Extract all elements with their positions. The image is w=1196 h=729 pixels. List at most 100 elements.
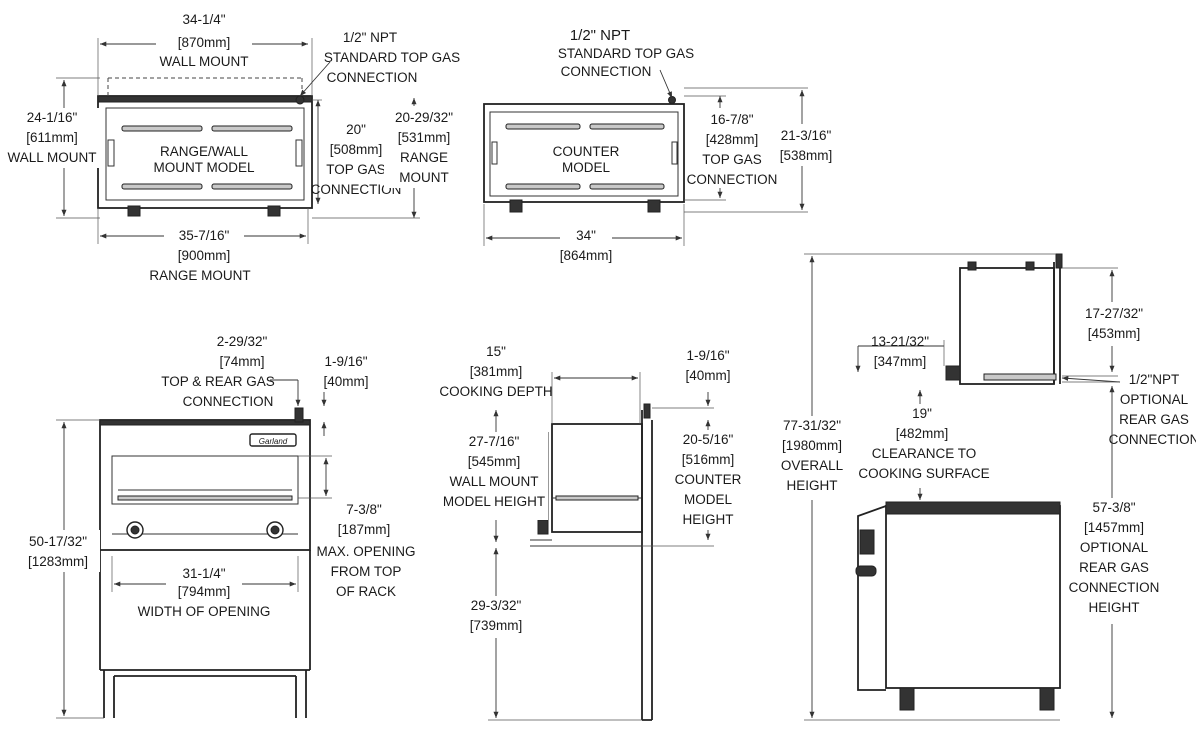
svg-text:1/2" NPT: 1/2" NPT bbox=[570, 27, 630, 44]
svg-text:HEIGHT: HEIGHT bbox=[1088, 600, 1139, 615]
range-wall-label-1: RANGE/WALL bbox=[160, 144, 249, 159]
svg-text:CONNECTION: CONNECTION bbox=[327, 70, 418, 85]
svg-text:FROM TOP: FROM TOP bbox=[331, 564, 402, 579]
svg-text:1/2"NPT: 1/2"NPT bbox=[1129, 372, 1180, 387]
svg-text:34": 34" bbox=[576, 228, 596, 243]
svg-text:1-9/16": 1-9/16" bbox=[324, 354, 367, 369]
counter-model-view: COUNTER MODEL 1/2" NPT STANDARD TOP GAS … bbox=[483, 27, 838, 263]
svg-text:COUNTER: COUNTER bbox=[675, 472, 742, 487]
svg-text:16-7/8": 16-7/8" bbox=[710, 112, 753, 127]
svg-text:OPTIONAL: OPTIONAL bbox=[1120, 392, 1189, 407]
svg-text:WIDTH OF OPENING: WIDTH OF OPENING bbox=[138, 604, 271, 619]
svg-text:17-27/32": 17-27/32" bbox=[1085, 306, 1143, 321]
svg-text:[508mm]: [508mm] bbox=[330, 142, 383, 157]
svg-text:[428mm]: [428mm] bbox=[706, 132, 759, 147]
svg-text:CONNECTION: CONNECTION bbox=[687, 172, 778, 187]
svg-text:[187mm]: [187mm] bbox=[338, 522, 391, 537]
svg-text:WALL MOUNT: WALL MOUNT bbox=[159, 54, 248, 69]
svg-text:CONNECTION: CONNECTION bbox=[311, 182, 402, 197]
svg-text:MOUNT: MOUNT bbox=[399, 170, 449, 185]
svg-text:[864mm]: [864mm] bbox=[560, 248, 613, 263]
svg-text:27-7/16": 27-7/16" bbox=[469, 434, 520, 449]
svg-text:7-3/8": 7-3/8" bbox=[346, 502, 382, 517]
front-view: Garland 2-29/32" [74mm] TOP & REAR GAS C… bbox=[16, 334, 416, 719]
svg-text:COOKING SURFACE: COOKING SURFACE bbox=[858, 466, 989, 481]
svg-text:RANGE MOUNT: RANGE MOUNT bbox=[149, 268, 250, 283]
svg-text:[611mm]: [611mm] bbox=[26, 130, 78, 145]
range-wall-label-2: MOUNT MODEL bbox=[153, 160, 254, 175]
svg-text:CONNECTION: CONNECTION bbox=[183, 394, 274, 409]
svg-text:CONNECTION: CONNECTION bbox=[561, 64, 652, 79]
svg-text:CONNECTION: CONNECTION bbox=[1069, 580, 1160, 595]
svg-text:31-1/4": 31-1/4" bbox=[182, 566, 225, 581]
svg-text:50-17/32": 50-17/32" bbox=[29, 534, 87, 549]
svg-text:21-3/16": 21-3/16" bbox=[781, 128, 832, 143]
svg-text:TOP & REAR GAS: TOP & REAR GAS bbox=[161, 374, 275, 389]
svg-text:[1980mm]: [1980mm] bbox=[782, 438, 842, 453]
svg-text:15": 15" bbox=[486, 344, 506, 359]
svg-text:34-1/4": 34-1/4" bbox=[182, 12, 225, 27]
svg-text:TOP GAS: TOP GAS bbox=[326, 162, 386, 177]
svg-text:[538mm]: [538mm] bbox=[780, 148, 833, 163]
svg-text:[74mm]: [74mm] bbox=[219, 354, 264, 369]
svg-text:[453mm]: [453mm] bbox=[1088, 326, 1141, 341]
svg-text:1-9/16": 1-9/16" bbox=[686, 348, 729, 363]
svg-text:1/2" NPT: 1/2" NPT bbox=[343, 30, 397, 45]
svg-text:77-31/32": 77-31/32" bbox=[783, 418, 841, 433]
svg-text:HEIGHT: HEIGHT bbox=[682, 512, 733, 527]
counter-body bbox=[483, 103, 685, 203]
svg-text:24-1/16": 24-1/16" bbox=[27, 110, 78, 125]
svg-text:35-7/16": 35-7/16" bbox=[179, 228, 230, 243]
svg-text:[545mm]: [545mm] bbox=[468, 454, 521, 469]
svg-text:[40mm]: [40mm] bbox=[323, 374, 368, 389]
svg-text:STANDARD TOP GAS: STANDARD TOP GAS bbox=[558, 46, 694, 61]
upper-unit bbox=[959, 267, 1055, 385]
svg-text:[900mm]: [900mm] bbox=[178, 248, 231, 263]
svg-text:13-21/32": 13-21/32" bbox=[871, 334, 929, 349]
svg-text:[1457mm]: [1457mm] bbox=[1084, 520, 1144, 535]
svg-text:OPTIONAL: OPTIONAL bbox=[1080, 540, 1149, 555]
svg-text:[40mm]: [40mm] bbox=[685, 368, 730, 383]
svg-text:RANGE: RANGE bbox=[400, 150, 448, 165]
svg-text:MODEL: MODEL bbox=[684, 492, 733, 507]
svg-text:[1283mm]: [1283mm] bbox=[28, 554, 88, 569]
counter-label-1: COUNTER bbox=[553, 144, 620, 159]
svg-text:20-5/16": 20-5/16" bbox=[683, 432, 734, 447]
svg-text:20": 20" bbox=[346, 122, 366, 137]
svg-text:STANDARD TOP GAS: STANDARD TOP GAS bbox=[324, 50, 460, 65]
svg-text:2-29/32": 2-29/32" bbox=[217, 334, 268, 349]
svg-text:TOP GAS: TOP GAS bbox=[702, 152, 762, 167]
garland-logo bbox=[249, 433, 297, 447]
side-body bbox=[551, 423, 643, 533]
svg-text:CONNECTION: CONNECTION bbox=[1109, 432, 1196, 447]
svg-text:MODEL HEIGHT: MODEL HEIGHT bbox=[443, 494, 545, 509]
svg-text:HEIGHT: HEIGHT bbox=[786, 478, 837, 493]
svg-text:20-29/32": 20-29/32" bbox=[395, 110, 453, 125]
svg-text:[794mm]: [794mm] bbox=[178, 584, 231, 599]
svg-text:[516mm]: [516mm] bbox=[682, 452, 735, 467]
svg-text:REAR GAS: REAR GAS bbox=[1119, 412, 1189, 427]
range-side-view: 77-31/32" [1980mm] OVERALL HEIGHT 17-27/… bbox=[774, 253, 1196, 721]
svg-text:OF RACK: OF RACK bbox=[336, 584, 396, 599]
range-wall-mount-view: RANGE/WALL MOUNT MODEL 34-1/4" [870mm] W… bbox=[7, 12, 464, 283]
svg-text:CLEARANCE TO: CLEARANCE TO bbox=[872, 446, 977, 461]
svg-text:19": 19" bbox=[912, 406, 932, 421]
svg-text:OVERALL: OVERALL bbox=[781, 458, 844, 473]
range-body bbox=[885, 505, 1061, 689]
svg-text:[870mm]: [870mm] bbox=[178, 35, 231, 50]
svg-text:COOKING DEPTH: COOKING DEPTH bbox=[439, 384, 552, 399]
svg-text:WALL MOUNT: WALL MOUNT bbox=[7, 150, 96, 165]
svg-text:[482mm]: [482mm] bbox=[896, 426, 949, 441]
svg-text:REAR GAS: REAR GAS bbox=[1079, 560, 1149, 575]
svg-text:[739mm]: [739mm] bbox=[470, 618, 523, 633]
svg-text:WALL MOUNT: WALL MOUNT bbox=[449, 474, 538, 489]
svg-text:57-3/8": 57-3/8" bbox=[1092, 500, 1135, 515]
counter-label-2: MODEL bbox=[562, 160, 611, 175]
svg-text:29-3/32": 29-3/32" bbox=[471, 598, 522, 613]
svg-text:Garland: Garland bbox=[259, 437, 288, 446]
svg-text:MAX. OPENING: MAX. OPENING bbox=[316, 544, 415, 559]
svg-text:[531mm]: [531mm] bbox=[398, 130, 451, 145]
svg-text:[347mm]: [347mm] bbox=[874, 354, 927, 369]
side-view: 15" [381mm] COOKING DEPTH 1-9/16" [40mm]… bbox=[439, 344, 744, 721]
